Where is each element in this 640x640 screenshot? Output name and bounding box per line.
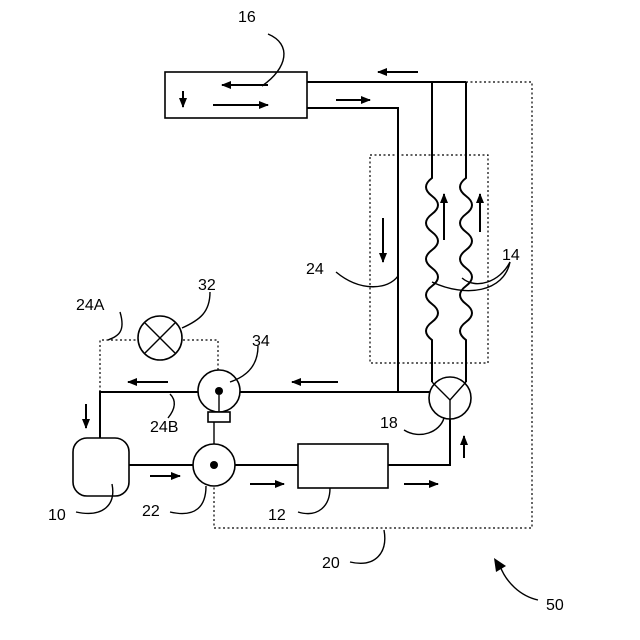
leader-24 <box>336 272 398 287</box>
leader-22 <box>170 486 206 514</box>
leader-32 <box>182 292 210 328</box>
valve-34-center <box>215 387 223 395</box>
label-22: 22 <box>142 503 160 520</box>
leader-12 <box>298 488 330 514</box>
pipe-24 <box>307 108 438 392</box>
label-12: 12 <box>268 507 286 524</box>
heat-exchanger-tube-right <box>460 82 472 382</box>
leader-24b <box>168 394 174 418</box>
label-14: 14 <box>502 247 520 264</box>
label-16: 16 <box>238 9 256 26</box>
component-10 <box>73 438 129 496</box>
leader-14-a <box>462 262 510 284</box>
label-34: 34 <box>252 333 270 350</box>
leader-18 <box>404 418 444 434</box>
component-12 <box>298 444 388 488</box>
label-10: 10 <box>48 507 66 524</box>
leader-24a <box>108 312 122 340</box>
component-16-box <box>165 72 307 118</box>
label-24: 24 <box>306 261 324 278</box>
label-24a: 24A <box>76 297 105 314</box>
label-32: 32 <box>198 277 216 294</box>
heat-exchanger-region <box>370 155 488 363</box>
leader-50 <box>500 566 538 600</box>
valve-22-center <box>210 461 218 469</box>
heat-exchanger-tube-left <box>426 82 438 382</box>
leader-20 <box>350 530 385 563</box>
label-50: 50 <box>546 597 564 614</box>
leader-50-arrowhead <box>494 558 506 572</box>
valve-34-actuator <box>208 412 230 422</box>
label-20: 20 <box>322 555 340 572</box>
label-24b: 24B <box>150 419 178 436</box>
label-18: 18 <box>380 415 398 432</box>
pipe-to-accumulator <box>100 392 198 440</box>
